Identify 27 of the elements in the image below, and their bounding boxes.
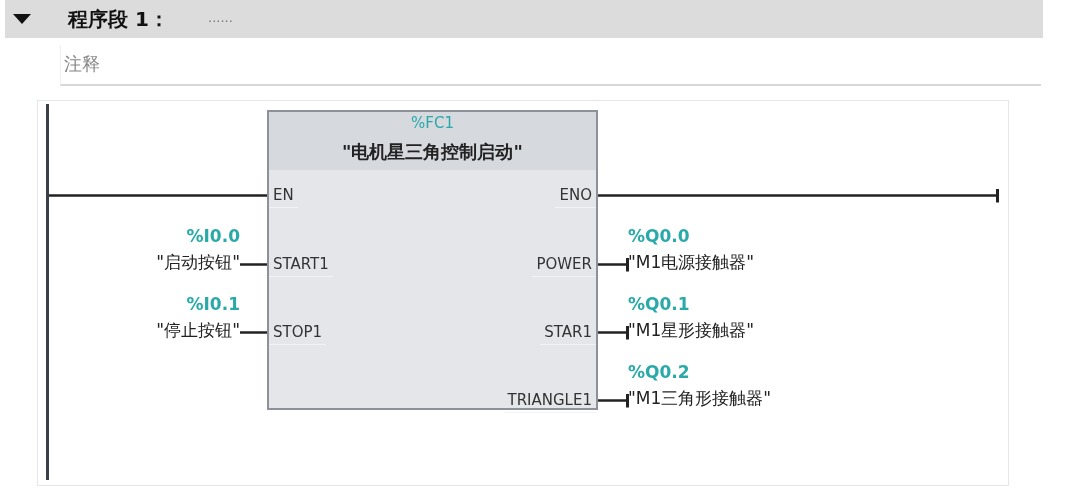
- pin-label: POWER: [532, 252, 596, 277]
- network-title: 程序段 1：: [68, 6, 169, 33]
- network-description: ......: [208, 10, 233, 25]
- operand-name: "启动按钮": [155, 251, 240, 274]
- block-name: "电机星三角控制启动": [341, 140, 524, 164]
- block-address: %FC1: [410, 114, 455, 132]
- wire: [49, 194, 269, 197]
- pin-label: EN: [269, 183, 298, 208]
- function-block: [267, 110, 598, 410]
- operand-address: %I0.1: [185, 293, 240, 316]
- operand-name: "M1电源接触器": [628, 251, 756, 274]
- wire: [240, 331, 269, 334]
- operand-address: %Q0.2: [628, 361, 691, 384]
- operand-name: "M1三角形接触器": [628, 387, 773, 410]
- operand-address: %Q0.0: [628, 225, 691, 248]
- comment-placeholder: 注释: [64, 52, 100, 76]
- power-rail: [46, 104, 49, 480]
- pin-label: STAR1: [540, 320, 596, 345]
- operand-address: %Q0.1: [628, 293, 691, 316]
- pin-label: TRIANGLE1: [503, 388, 596, 413]
- pin-label: ENO: [555, 183, 596, 208]
- operand-address: %I0.0: [185, 225, 240, 248]
- pin-label: STOP1: [269, 320, 327, 345]
- operand-name: "停止按钮": [155, 319, 240, 342]
- operand-name: "M1星形接触器": [628, 319, 756, 342]
- pin-label: START1: [269, 252, 333, 277]
- wire: [240, 263, 269, 266]
